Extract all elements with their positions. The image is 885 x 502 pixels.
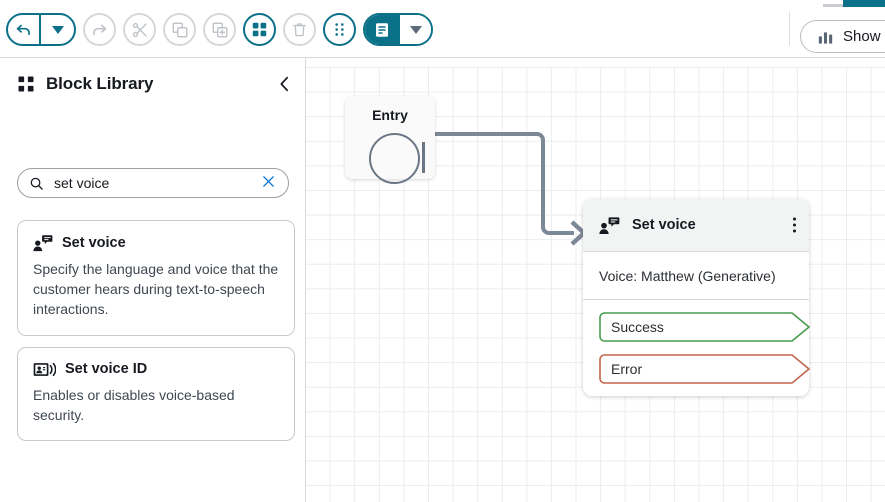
copy-button[interactable]	[163, 13, 196, 46]
bar-chart-icon	[817, 29, 834, 45]
copy-icon	[171, 21, 189, 39]
undo-split-button[interactable]	[6, 13, 76, 46]
dots-grid-icon	[331, 21, 348, 38]
block-card-header: Set voice ID	[33, 361, 279, 378]
set-voice-node[interactable]: Set voice Voice: Matthew (Generative) Su…	[583, 199, 810, 396]
delete-button[interactable]	[283, 13, 316, 46]
set-voice-node-branches: Success Error	[583, 300, 810, 396]
list-item[interactable]: Set voice ID Enables or disables voice-b…	[17, 346, 295, 442]
duplicate-icon	[211, 21, 229, 39]
branch-error-shape	[599, 354, 810, 384]
toolbar-button-group	[6, 13, 433, 46]
set-voice-node-header: Set voice	[583, 199, 809, 252]
circle-port-icon	[369, 133, 420, 184]
person-speech-bubble-icon	[33, 234, 53, 252]
entry-port-stem	[422, 142, 425, 173]
entry-node[interactable]: Entry	[345, 96, 435, 184]
kebab-menu-icon[interactable]	[793, 217, 796, 233]
block-card-title: Set voice	[62, 235, 126, 251]
block-card-description: Enables or disables voice-based security…	[33, 386, 235, 423]
close-icon[interactable]	[261, 174, 276, 192]
active-tab-indicator	[843, 0, 885, 7]
select-all-button[interactable]	[243, 13, 276, 46]
block-library-header: Block Library	[17, 74, 291, 94]
person-speech-bubble-icon	[599, 216, 620, 235]
set-voice-node-title: Set voice	[632, 217, 696, 233]
arrange-button[interactable]	[323, 13, 356, 46]
entry-node-label: Entry	[372, 107, 408, 123]
chevron-down-icon	[409, 25, 422, 34]
duplicate-button[interactable]	[203, 13, 236, 46]
undo-dropdown-button[interactable]	[41, 15, 74, 44]
flow-canvas[interactable]: Entry Set voice	[306, 58, 885, 502]
show-metrics-button[interactable]: Show M	[800, 20, 885, 53]
scroll-indicator	[823, 4, 843, 7]
cut-button[interactable]	[123, 13, 156, 46]
redo-button[interactable]	[83, 13, 116, 46]
block-card-description: Specify the language and voice that the …	[33, 261, 279, 317]
chevron-left-icon[interactable]	[278, 75, 291, 93]
search-input-value[interactable]: set voice	[54, 175, 110, 191]
branch-success-label: Success	[611, 319, 664, 335]
branch-error-label: Error	[611, 361, 643, 377]
search-icon	[29, 176, 44, 191]
block-library-panel: Block Library set voice	[0, 58, 306, 502]
notes-split-button[interactable]	[363, 13, 433, 46]
search-input[interactable]: set voice	[17, 168, 289, 198]
branch-success-shape	[599, 312, 810, 342]
document-lines-icon[interactable]	[365, 15, 398, 44]
search-results-list: Set voice Specify the language and voice…	[17, 220, 295, 452]
grid-squares-icon	[17, 75, 35, 93]
top-toolbar: Show M	[0, 0, 885, 58]
set-voice-node-body: Voice: Matthew (Generative)	[583, 252, 809, 300]
redo-icon	[90, 20, 109, 39]
grid-squares-icon	[251, 21, 268, 38]
toolbar-divider	[789, 12, 790, 46]
branch-error[interactable]: Error	[599, 354, 810, 384]
block-card-header: Set voice	[33, 234, 279, 252]
block-card-title: Set voice ID	[65, 361, 148, 378]
branch-success[interactable]: Success	[599, 312, 810, 342]
list-item[interactable]: Set voice Specify the language and voice…	[17, 220, 295, 336]
trash-icon	[291, 21, 308, 38]
page-title: Block Library	[46, 74, 154, 93]
show-metrics-label: Show M	[843, 28, 885, 45]
set-voice-node-summary: Voice: Matthew (Generative)	[599, 268, 776, 284]
id-badge-sound-icon	[33, 361, 56, 378]
undo-icon[interactable]	[8, 15, 41, 44]
notes-dropdown-button[interactable]	[398, 15, 431, 44]
scissors-icon	[131, 21, 149, 39]
canvas-top-margin	[306, 58, 885, 67]
chevron-down-icon	[51, 25, 64, 34]
